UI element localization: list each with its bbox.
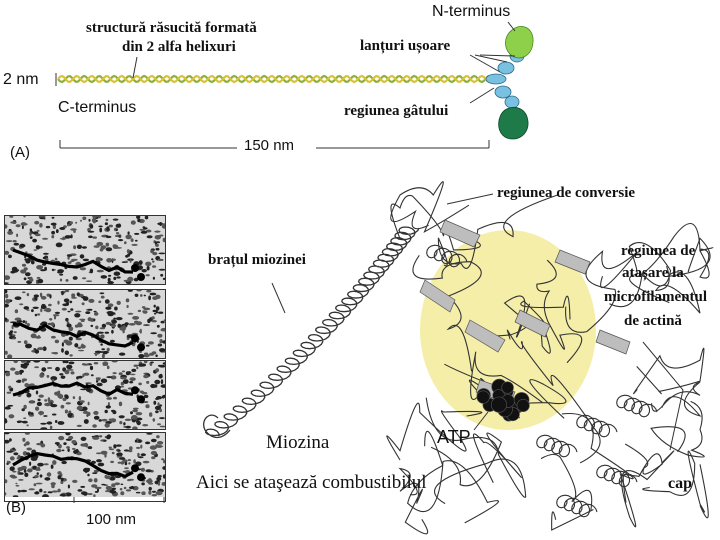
scale-label: 100 nm (86, 511, 137, 528)
micrograph-1 (4, 215, 166, 285)
structure-leaders (271, 193, 684, 451)
lever-arm-label: brațul miozinei (208, 252, 306, 268)
actin-binding-label-3: microfilamentul (604, 289, 708, 305)
actin-binding-label-1: regiunea de (621, 243, 696, 259)
lever-arm-helix (203, 226, 420, 439)
panel-a-label: (A) (10, 144, 30, 161)
light-chain-3 (494, 85, 512, 99)
coiled-coil-label: structură răsucită formată (86, 20, 257, 36)
coiled-coil-label-line2: din 2 alfa helixuri (122, 39, 236, 55)
ribbon-strand (633, 347, 705, 395)
ribbon-strand (540, 453, 594, 531)
ribbon-strand (536, 259, 583, 364)
atp-atom (516, 398, 530, 412)
alpha-helix-coil (576, 414, 618, 438)
head-upper (505, 26, 534, 59)
neck-leader (469, 87, 495, 104)
myosin-label: Miozina (266, 432, 330, 453)
ribbon-strand (506, 329, 601, 464)
ribbon-strand (430, 432, 523, 487)
atp-label: ATP (437, 427, 471, 447)
ribbon-strand (412, 254, 482, 372)
ribbon-strand (390, 181, 470, 233)
ribbon-strand (622, 443, 663, 503)
actin-binding-label-4: de actină (624, 313, 682, 329)
ribbon-strand (642, 450, 709, 519)
ribbon-strand (398, 467, 429, 535)
ribbon-strand (390, 194, 481, 251)
ribbon-strand (637, 223, 714, 279)
light-chain-4 (504, 95, 520, 109)
fuel-label: Aici se ataşează combustibilul (196, 472, 427, 493)
coiled-coil-rod (57, 74, 493, 84)
ribbon-strand (406, 430, 499, 524)
light-chain-arrows (469, 54, 516, 73)
length-label: 150 nm (244, 137, 295, 154)
micrograph-2 (4, 289, 166, 359)
light-chain-2 (497, 61, 515, 75)
atp-molecule (476, 378, 530, 422)
micrograph-3 (4, 360, 166, 430)
n-terminus-label: N-terminus (432, 3, 511, 20)
atp-atom (476, 390, 490, 404)
light-chain-1 (485, 73, 507, 85)
atp-atom (501, 381, 514, 394)
neck-region-label: regiunea gâtului (344, 103, 449, 119)
converter-region-label: regiunea de conversie (497, 185, 636, 201)
alpha-helix-coil (536, 434, 578, 458)
alpha-helix-coil (596, 464, 638, 488)
head-label: cap (668, 475, 692, 492)
alpha-helix-coil (616, 394, 658, 418)
head-lower (498, 106, 529, 140)
ribbon-strand (651, 381, 702, 417)
actin-binding-label-2: atașare la (622, 265, 684, 281)
width-label: 2 nm (3, 71, 39, 88)
ribbon-strand (561, 412, 675, 528)
ribbon-strand (650, 400, 705, 458)
micrograph-4 (4, 432, 166, 502)
atp-atom (490, 396, 507, 413)
ribbon-strand (386, 402, 483, 461)
protein-ribbon (386, 181, 714, 535)
alpha-helix-coil (426, 244, 468, 268)
ribbon-strand (437, 194, 558, 270)
ribbon-strand (609, 242, 672, 308)
panel-b-label: (B) (6, 499, 26, 516)
light-chains-label: lanțuri ușoare (360, 38, 451, 54)
length-bracket (59, 140, 490, 149)
ribbon-strand (520, 295, 571, 354)
coiled-leader (132, 56, 138, 79)
ribbon-strand (654, 237, 711, 314)
alpha-helix-coil (556, 494, 598, 518)
n-terminus-leader (507, 21, 516, 32)
myosin-heads (485, 26, 534, 140)
c-terminus-label: C-terminus (58, 99, 137, 116)
ribbon-strand (425, 397, 527, 505)
